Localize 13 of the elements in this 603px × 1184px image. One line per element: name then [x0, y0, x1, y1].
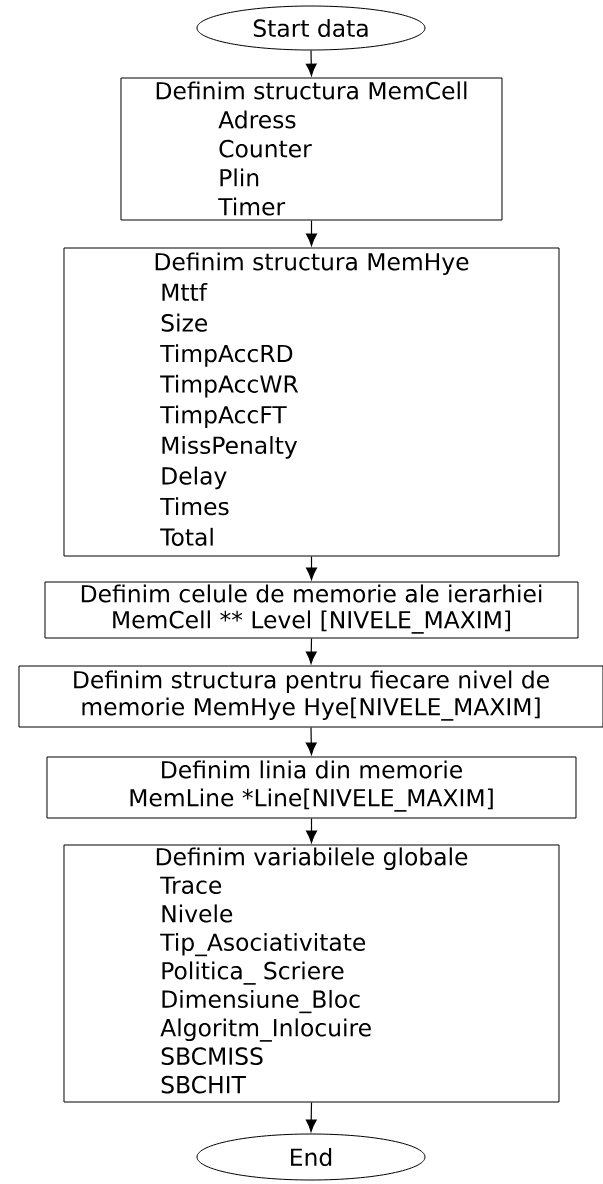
arrow: [305, 637, 317, 664]
process-box: Definim celule de memorie ale ierarhiei MemCell ** Level [NIVELE_MAXIM]: [44, 581, 579, 639]
process-box: Definim structura MemHye Mttf Size TimpAccRD TimpAccWR TimpAccFT MissPenalty Delay Times Total: [63, 247, 560, 557]
arrow: [306, 817, 317, 843]
arrow: [305, 726, 317, 755]
arrow: [306, 219, 317, 246]
process-box: Definim linia din memorie MemLine *Line[NIVELE_MAXIM]: [46, 756, 577, 819]
process-box: Definim structura pentru fiecare nivel de memorie MemHye Hye[NIVELE_MAXIM]: [18, 665, 603, 728]
process-box: Definim structura MemCell Adress Counter Plin Timer: [120, 77, 503, 221]
process-box: Definim variabilele globale Trace Nivele Tip_Asociativitate Politica_ Scriere Dimensiune_Bloc Algoritm_Inlocuire SBCMISS SBCHIT: [63, 844, 560, 1103]
arrow: [306, 555, 317, 580]
arrow: [305, 1101, 317, 1132]
arrow: [305, 49, 317, 76]
